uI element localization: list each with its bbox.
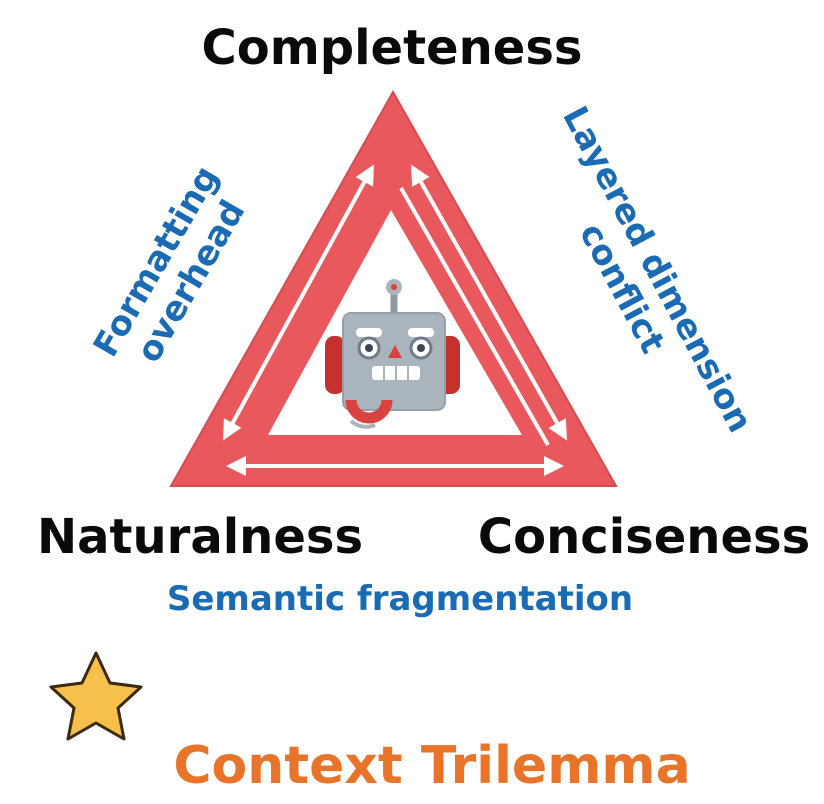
vertex-conciseness: Conciseness	[478, 509, 810, 565]
vertex-completeness: Completeness	[202, 20, 583, 76]
vertex-naturalness: Naturalness	[37, 509, 363, 565]
star-icon	[49, 651, 143, 741]
arrow-right-side-inner	[399, 187, 550, 446]
arrow-left-side	[223, 164, 374, 441]
edge-right-line1: Layered dimension	[554, 100, 760, 439]
arrow-right-side-outer	[411, 164, 567, 441]
trilemma-arrows	[223, 164, 567, 476]
diagram-title: Context Trilemma	[173, 736, 690, 796]
edge-label-bottom: Semantic fragmentation	[167, 579, 633, 619]
edge-label-left: Formatting overhead	[86, 159, 254, 369]
robot-icon	[325, 279, 460, 429]
